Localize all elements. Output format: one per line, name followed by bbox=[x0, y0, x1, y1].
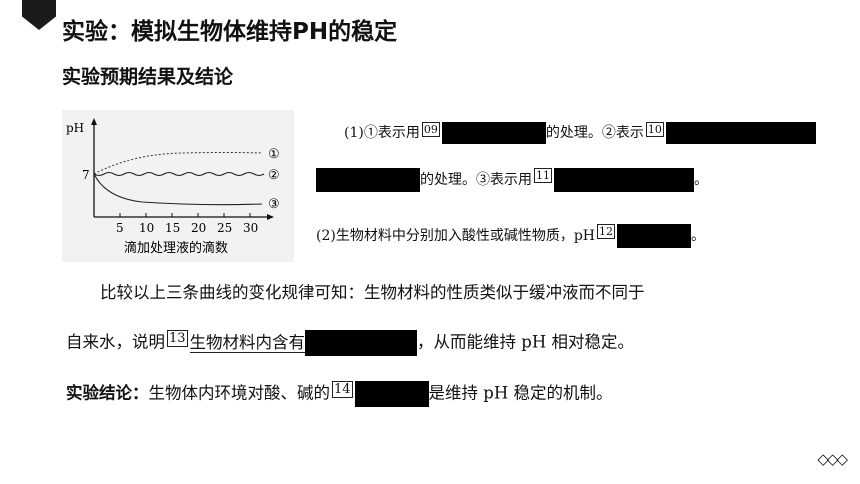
redacted-answer-13 bbox=[305, 330, 418, 356]
redacted-answer-11 bbox=[554, 168, 694, 192]
curve-label-2: ② bbox=[268, 168, 280, 183]
blank-number-13: 13 bbox=[167, 330, 188, 347]
x-axis-ticks bbox=[119, 213, 251, 217]
y-axis-label: pH bbox=[66, 121, 84, 135]
answer-13: 生物材料内含有 bbox=[189, 332, 306, 353]
blank-number-10: 10 bbox=[645, 122, 664, 137]
redacted-answer-10 bbox=[665, 122, 816, 144]
paragraph-line-1: 比较以上三条曲线的变化规律可知：生物材料的性质类似于缓冲液而不同于 bbox=[100, 283, 645, 302]
x-tick-20: 20 bbox=[191, 221, 206, 235]
x-axis-label: 滴加处理液的滴数 bbox=[124, 240, 228, 256]
x-tick-25: 25 bbox=[217, 221, 232, 235]
curve-1 bbox=[93, 152, 263, 175]
ph-curve-figure: pH 7 5 10 15 20 25 30 滴加处理液的滴数 ① ② ③ bbox=[62, 110, 294, 262]
page-title: 实验：模拟生物体维持PH的稳定 bbox=[62, 19, 398, 45]
section-subtitle: 实验预期结果及结论 bbox=[62, 66, 234, 88]
corner-decoration bbox=[22, 0, 56, 30]
blank-number-12: 12 bbox=[597, 224, 616, 239]
conclusion-label: 实验结论： bbox=[66, 383, 149, 403]
x-tick-10: 10 bbox=[139, 221, 154, 235]
curve-2 bbox=[93, 171, 265, 177]
curve-label-3: ③ bbox=[268, 197, 280, 212]
blank-number-09: 09 bbox=[421, 122, 440, 137]
x-tick-5: 5 bbox=[116, 221, 124, 235]
redacted-answer-14 bbox=[354, 381, 429, 407]
y-tick-7: 7 bbox=[82, 168, 90, 182]
curve-label-1: ① bbox=[268, 147, 280, 162]
x-tick-30: 30 bbox=[243, 221, 258, 235]
redacted-answer-12 bbox=[617, 224, 692, 248]
redacted-answer-09 bbox=[441, 122, 546, 144]
curve-3 bbox=[93, 173, 263, 206]
blank-number-11: 11 bbox=[534, 168, 552, 183]
diamond-nav-icon[interactable]: ◇◇◇ bbox=[817, 450, 848, 468]
blank-number-14: 14 bbox=[332, 381, 353, 398]
x-tick-15: 15 bbox=[165, 221, 180, 235]
redacted-answer-10-cont bbox=[316, 168, 420, 192]
